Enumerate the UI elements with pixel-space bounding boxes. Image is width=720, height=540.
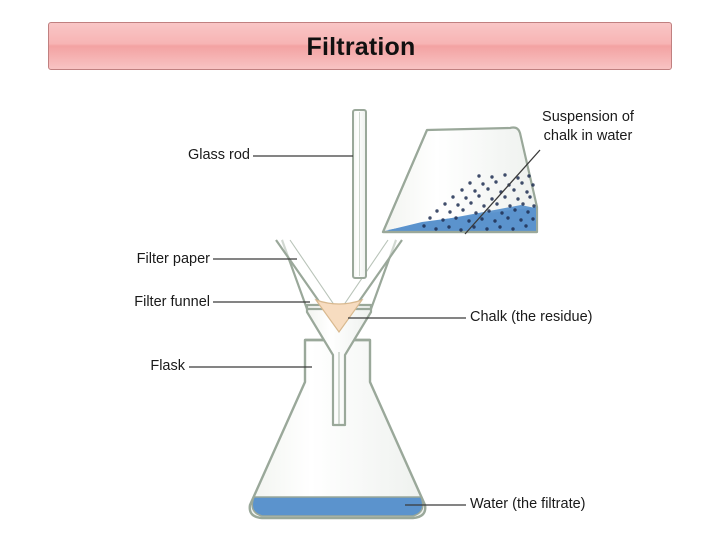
page-title: Filtration [306,33,416,61]
water-filtrate [251,496,424,517]
label-suspension: Suspension of chalk in water [542,109,634,144]
glass-rod [352,109,367,279]
label-glass-rod: Glass rod [187,147,250,163]
label-water-filtrate: Water (the filtrate) [470,496,586,512]
leader-suspension [464,149,541,235]
chalk-residue [314,298,364,334]
label-filter-paper: Filter paper [136,251,210,267]
beaker-with-suspension [381,126,539,234]
label-chalk-residue: Chalk (the residue) [470,309,593,325]
label-filter-funnel: Filter funnel [134,294,210,310]
label-flask: Flask [150,358,185,374]
title-banner: Filtration [48,22,672,70]
chalk-particles [422,173,536,232]
leader-lines [189,149,541,506]
